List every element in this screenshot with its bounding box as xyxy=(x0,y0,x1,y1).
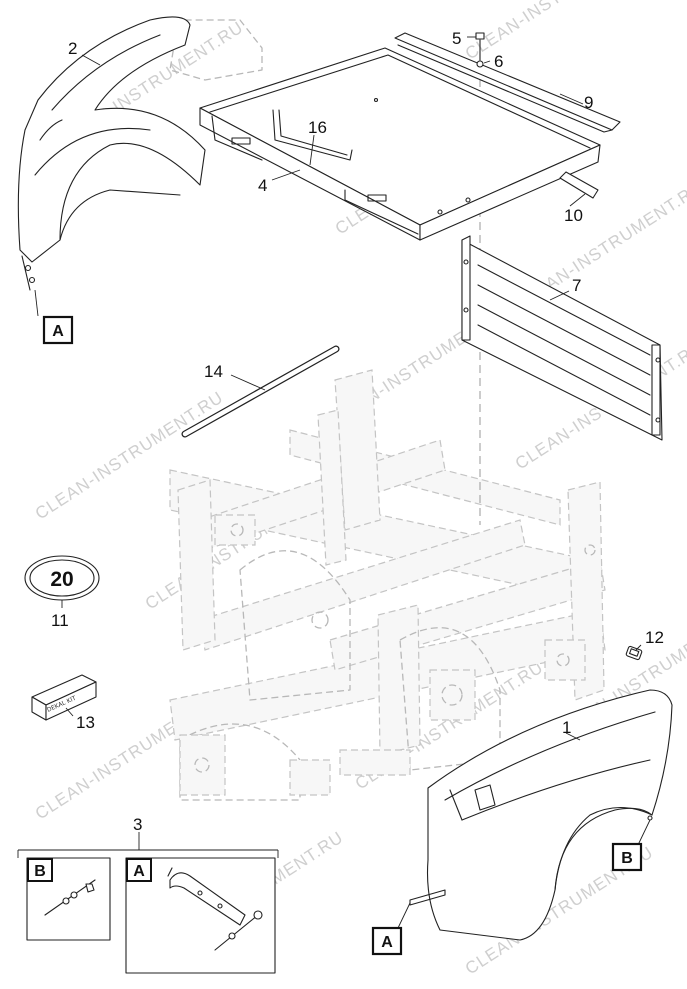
callout-6: 6 xyxy=(494,52,503,71)
callout-13: 13 xyxy=(76,713,95,732)
callout-14: 14 xyxy=(204,362,223,381)
callout-11: 11 xyxy=(51,611,69,630)
ref-box-a-top: A xyxy=(42,315,74,345)
callout-2: 2 xyxy=(68,39,77,58)
callout-7: 7 xyxy=(572,276,581,295)
ref-box-a-bottom: A xyxy=(371,926,403,956)
callout-5: 5 xyxy=(452,29,461,48)
chassis-frame-ghost xyxy=(169,19,606,801)
front-fender-part-1 xyxy=(409,689,673,941)
callout-4: 4 xyxy=(258,176,267,195)
ref-box-a-bottom-label: A xyxy=(381,934,393,951)
ref-box-b-right-label: B xyxy=(621,850,633,867)
badge-part-11: 20 xyxy=(24,555,100,601)
inset-group-part-3 xyxy=(17,832,279,974)
inset-b-bolt-assembly xyxy=(44,879,96,916)
watermark-text: CLEAN-INSTRUMENT.RU xyxy=(462,0,657,63)
tube-part-10 xyxy=(559,171,599,199)
badge-20-text: 20 xyxy=(50,568,73,591)
callout-9: 9 xyxy=(584,93,593,112)
handle-part-16 xyxy=(272,109,353,161)
callout-16: 16 xyxy=(308,118,327,137)
decal-kit-part-13: DEKAL KIT xyxy=(31,674,97,721)
ref-box-b-inset-label: B xyxy=(34,863,46,880)
ref-box-a-top-label: A xyxy=(52,323,64,340)
rod-part-14 xyxy=(181,345,340,438)
callout-1: 1 xyxy=(562,718,571,737)
ref-box-a-inset-label: A xyxy=(133,863,145,880)
callout-12: 12 xyxy=(645,628,664,647)
cargo-box-part-4 xyxy=(199,47,601,241)
tailgate-part-7 xyxy=(461,235,663,441)
ref-box-b-inset: B xyxy=(27,858,53,882)
clip-part-12 xyxy=(625,645,643,661)
rear-fender-part-2 xyxy=(17,16,206,291)
callouts: 2 5 6 9 16 4 10 7 14 11 12 13 1 3 xyxy=(51,29,664,834)
inset-a-bracket xyxy=(167,867,263,951)
callout-3: 3 xyxy=(133,815,142,834)
callout-10: 10 xyxy=(564,206,583,225)
rail-part-9 xyxy=(394,32,621,133)
leader-lines xyxy=(34,36,651,929)
nut-part-6 xyxy=(476,60,484,68)
ref-box-b-right: B xyxy=(611,842,643,872)
bolt-part-5 xyxy=(475,32,485,61)
ref-box-a-inset: A xyxy=(126,858,152,882)
